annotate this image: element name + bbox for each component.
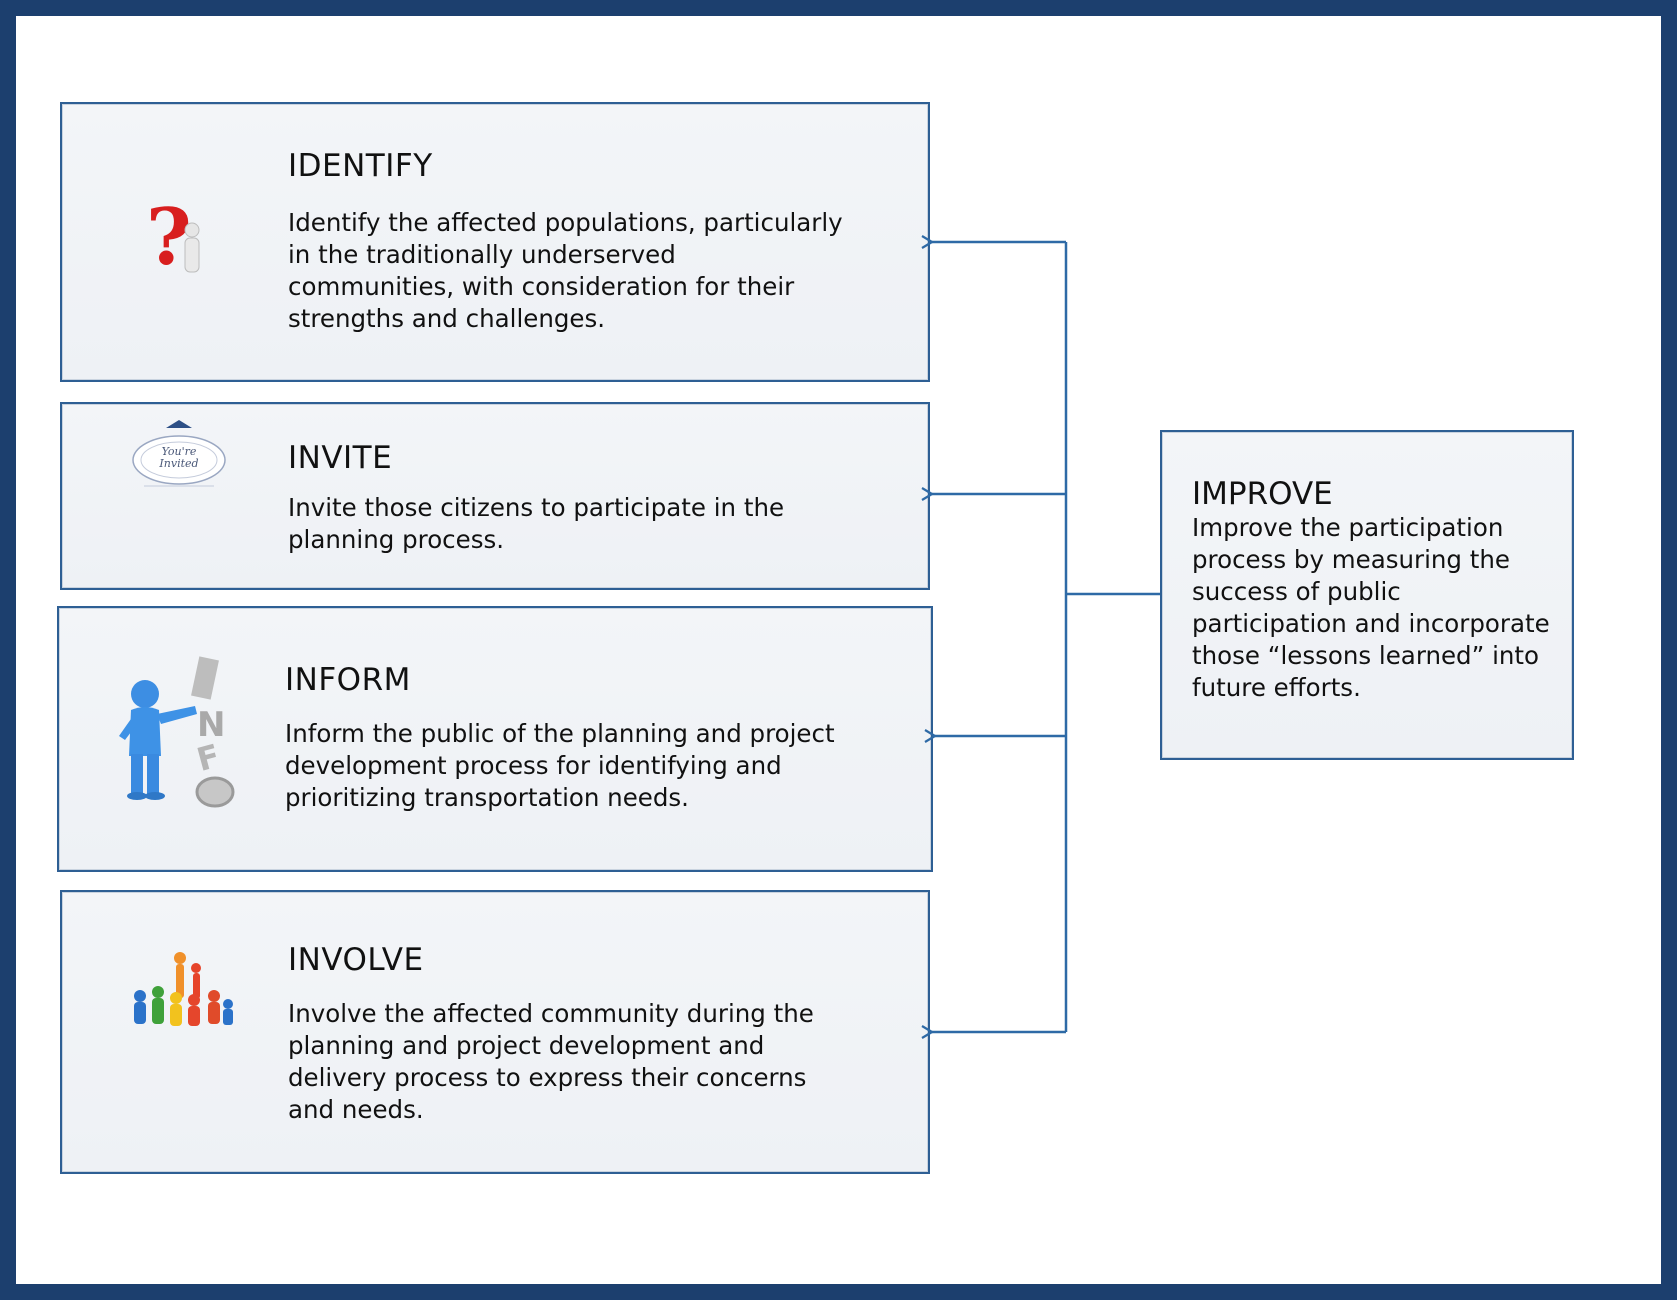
- group-of-people-icon: [122, 948, 242, 1038]
- question-mark-figure-icon: ?: [144, 192, 214, 284]
- step-title: IDENTIFY: [288, 148, 433, 184]
- person-info-letters-icon: N F: [111, 652, 241, 812]
- improve-description: Improve the participation process by mea…: [1192, 513, 1550, 702]
- step-involve: INVOLVE Involve the affected community d…: [60, 890, 930, 1174]
- invitation-card-text: You're Invited: [159, 445, 199, 470]
- step-title: INVITE: [288, 440, 393, 476]
- step-description: Inform the public of the planning and pr…: [285, 719, 835, 812]
- step-title: INVOLVE: [288, 942, 424, 978]
- step-improve: IMPROVE Improve the participation proces…: [1160, 430, 1574, 760]
- step-description: Invite those citizens to participate in …: [288, 493, 785, 554]
- svg-text:N: N: [197, 705, 225, 745]
- step-inform: N F INFORM Inform the public of the plan…: [57, 606, 933, 872]
- invitation-card-icon: You're Invited: [124, 416, 234, 500]
- step-identify: ? IDENTIFY Identify the affected populat…: [60, 102, 930, 382]
- svg-text:?: ?: [146, 194, 192, 283]
- step-title: INFORM: [285, 662, 411, 698]
- step-description: Involve the affected community during th…: [288, 999, 814, 1124]
- step-invite: You're Invited INVITE Invite those citiz…: [60, 402, 930, 590]
- step-description: Identify the affected populations, parti…: [288, 208, 843, 333]
- improve-title: IMPROVE: [1192, 476, 1333, 512]
